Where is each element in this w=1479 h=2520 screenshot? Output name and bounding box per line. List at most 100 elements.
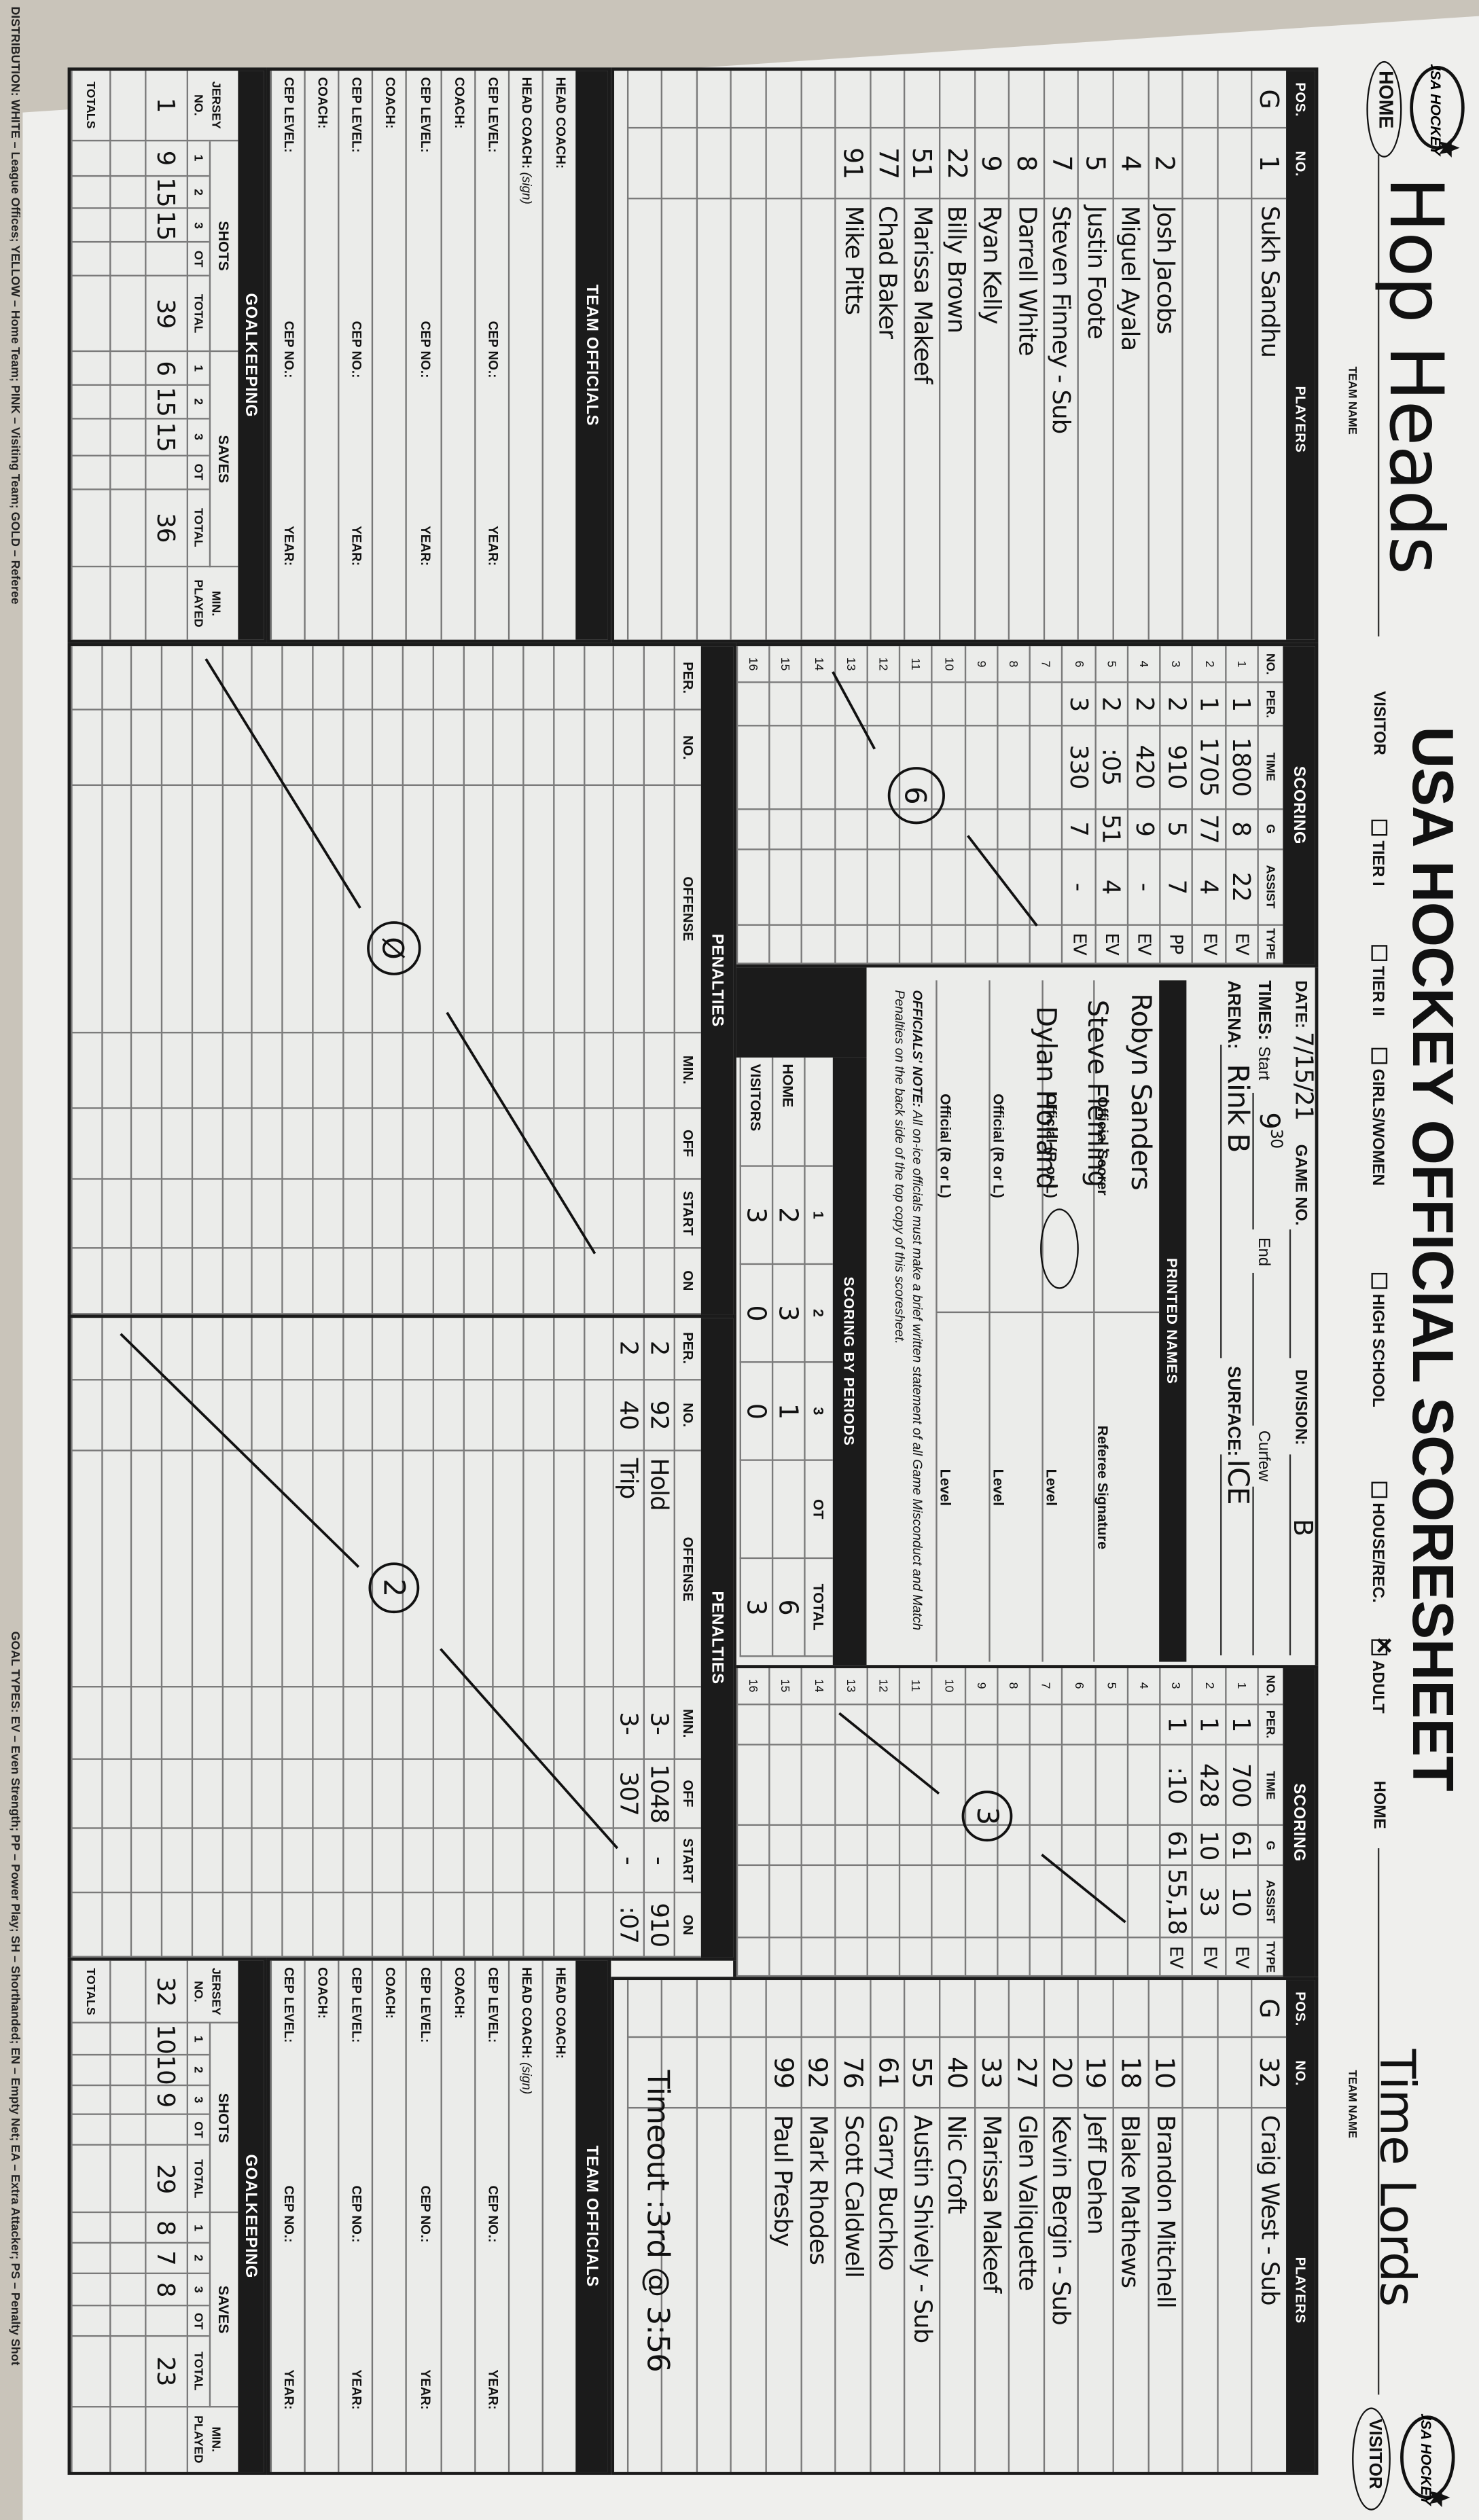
penalty-min[interactable] — [463, 1033, 493, 1109]
scoring-time[interactable] — [931, 1746, 965, 1826]
goalkeeping-row[interactable] — [109, 71, 145, 640]
penalty-no[interactable] — [402, 710, 433, 787]
player-pos[interactable] — [730, 1980, 766, 2038]
penalty-no[interactable] — [221, 1380, 252, 1452]
gk-saves[interactable]: 36 — [145, 489, 187, 568]
player-pos[interactable] — [1008, 1980, 1044, 2038]
penalty-offense[interactable] — [131, 1452, 162, 1689]
penalty-row[interactable] — [191, 1318, 222, 1958]
player-number[interactable]: 32 — [1251, 2038, 1287, 2109]
gk-shots[interactable]: 15 — [145, 176, 187, 210]
penalty-row[interactable] — [71, 1318, 101, 1958]
penalty-off[interactable] — [342, 1760, 372, 1829]
penalty-on[interactable] — [493, 1894, 523, 1958]
scoring-time[interactable]: 428 — [1192, 1746, 1225, 1826]
scoring-per[interactable] — [997, 683, 1030, 726]
penalty-min[interactable] — [221, 1688, 252, 1761]
player-pos[interactable] — [765, 71, 800, 129]
penalty-per[interactable] — [281, 646, 313, 711]
penalty-on[interactable] — [101, 1894, 132, 1958]
player-pos[interactable] — [696, 1980, 731, 2038]
scoring-assist[interactable] — [964, 1866, 997, 1939]
penalty-off[interactable] — [221, 1760, 252, 1829]
penalty-on[interactable] — [432, 1894, 463, 1958]
penalty-offense[interactable] — [281, 786, 313, 1034]
penalty-offense[interactable] — [281, 1452, 313, 1689]
scoring-g[interactable] — [866, 809, 899, 850]
penalty-start[interactable] — [251, 1180, 282, 1248]
signature-level-cell[interactable]: Level — [988, 1313, 1042, 1662]
scoring-type[interactable] — [964, 1939, 997, 1977]
player-pos[interactable] — [1008, 71, 1044, 129]
player-row[interactable] — [1216, 1980, 1251, 2472]
checkbox[interactable] — [1371, 1272, 1388, 1289]
player-pos[interactable] — [904, 71, 939, 129]
player-pos[interactable] — [1181, 1980, 1217, 2038]
penalty-no[interactable]: 92 — [643, 1380, 674, 1452]
player-number[interactable]: 10 — [1147, 2038, 1182, 2109]
scoring-time[interactable] — [736, 1746, 769, 1826]
penalty-on[interactable] — [161, 1894, 192, 1958]
penalty-no[interactable] — [161, 710, 192, 787]
penalty-per[interactable] — [191, 1318, 222, 1380]
scoring-time[interactable]: 330 — [1061, 725, 1094, 810]
penalty-start[interactable] — [402, 1180, 433, 1248]
official-name[interactable]: Steve Fleming — [1080, 999, 1113, 1187]
scoring-assist[interactable]: - — [1126, 850, 1160, 925]
player-pos[interactable] — [800, 71, 835, 129]
penalty-off[interactable] — [251, 1108, 282, 1181]
team-official-row[interactable]: COACH: — [304, 1960, 338, 2472]
scoring-type[interactable] — [931, 1939, 965, 1977]
penalty-start[interactable] — [493, 1829, 523, 1894]
scoring-type[interactable] — [1061, 1939, 1094, 1977]
scoring-per[interactable]: 1 — [1224, 1704, 1258, 1746]
scoring-type[interactable] — [1094, 1939, 1127, 1977]
scoring-assist[interactable] — [834, 850, 867, 925]
player-name[interactable]: Marissa Makeef — [904, 199, 939, 640]
scoring-row[interactable]: 16 — [736, 1668, 769, 1977]
penalty-no[interactable] — [553, 710, 584, 787]
gk-shots[interactable]: 15 — [145, 209, 187, 243]
scoring-g[interactable] — [1094, 1826, 1127, 1867]
scoring-g[interactable]: 77 — [1192, 809, 1225, 850]
penalty-start[interactable] — [643, 1180, 674, 1248]
gk-cell[interactable] — [109, 385, 145, 419]
penalty-no[interactable] — [221, 710, 252, 787]
penalty-on[interactable] — [221, 1248, 252, 1315]
player-name[interactable]: Billy Brown — [939, 199, 974, 640]
gk-saves[interactable]: 6 — [145, 352, 187, 386]
gk-cell[interactable] — [71, 456, 110, 490]
penalty-no[interactable] — [251, 1380, 282, 1452]
player-number[interactable]: 1 — [1251, 128, 1287, 200]
period-score[interactable]: 1 — [771, 1363, 804, 1461]
penalty-off[interactable] — [191, 1760, 222, 1829]
gk-cell[interactable] — [109, 2023, 145, 2056]
penalty-offense[interactable] — [463, 1452, 493, 1689]
player-pos[interactable] — [1216, 1980, 1251, 2038]
penalty-on[interactable]: 910 — [643, 1894, 674, 1958]
penalty-offense[interactable] — [613, 786, 644, 1034]
team-official-row[interactable]: COACH: — [440, 71, 474, 640]
gk-jersey[interactable]: 32 — [145, 1960, 187, 2024]
penalty-row[interactable] — [251, 646, 282, 1315]
penalty-min[interactable] — [372, 1688, 403, 1761]
penalty-off[interactable] — [583, 1760, 613, 1829]
scoring-g[interactable] — [1126, 1826, 1160, 1867]
penalty-start[interactable] — [463, 1180, 493, 1248]
checkbox[interactable] — [1371, 1047, 1388, 1064]
scoring-time[interactable] — [899, 725, 932, 810]
scoring-time[interactable]: 420 — [1126, 725, 1160, 810]
player-pos[interactable] — [730, 71, 766, 129]
scoring-time[interactable] — [801, 725, 834, 810]
penalty-off[interactable] — [553, 1108, 584, 1181]
penalty-start[interactable]: - — [643, 1829, 674, 1894]
penalty-per[interactable] — [342, 646, 372, 711]
scoring-per[interactable] — [1029, 683, 1062, 726]
penalty-on[interactable] — [402, 1248, 433, 1315]
player-number[interactable]: 61 — [869, 2038, 904, 2109]
